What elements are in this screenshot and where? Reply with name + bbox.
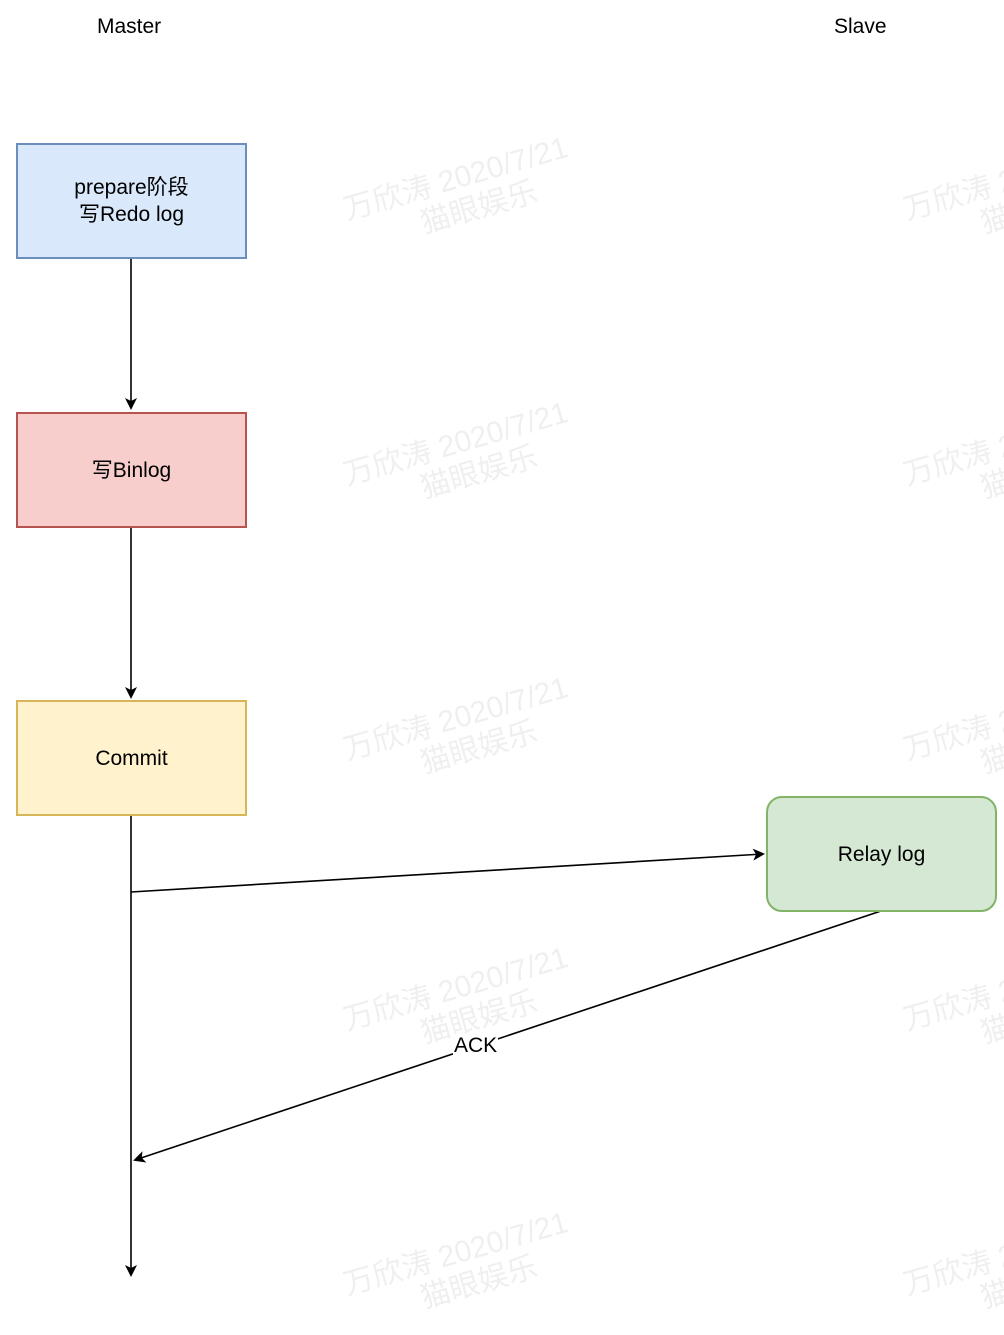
column-master: Master — [97, 15, 162, 38]
edge-commit-to-relay — [130, 848, 765, 893]
connectors — [125, 259, 882, 1277]
edge-relay-ack — [133, 910, 882, 1163]
prepare-redo-log-node: prepare阶段 写Redo log — [16, 143, 247, 259]
relay-log-node: Relay log — [766, 796, 997, 912]
commit-node-label: Commit — [95, 746, 168, 770]
binlog-node-label: 写Binlog — [91, 458, 172, 482]
prepare-node-line2: 写Redo log — [78, 203, 185, 226]
ack-label: ACK — [453, 1034, 499, 1058]
commit-node: Commit — [16, 700, 247, 816]
binlog-node: 写Binlog — [16, 412, 247, 528]
relay-node-label: Relay log — [837, 842, 926, 866]
column-slave: Slave — [834, 15, 887, 38]
prepare-node-line1: prepare阶段 — [74, 176, 189, 199]
